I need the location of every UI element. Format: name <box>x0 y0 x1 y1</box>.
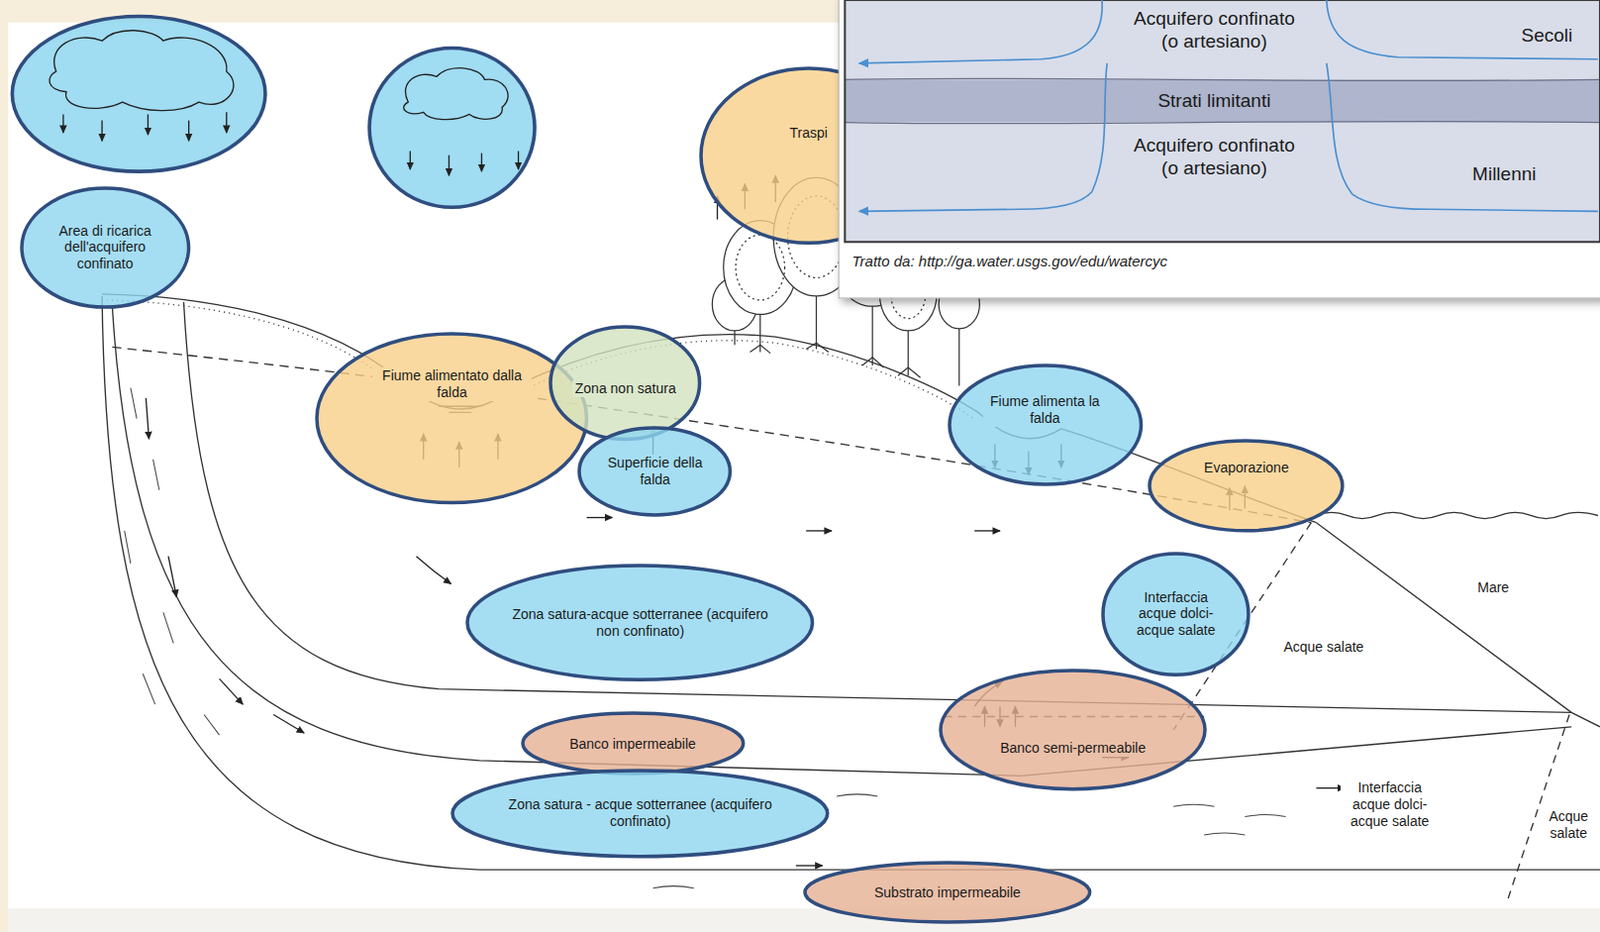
ellipse-shape <box>1149 440 1343 531</box>
ellipse-outline <box>699 66 919 245</box>
text-label: Acquifero confinato (o artesiano) <box>1121 134 1306 181</box>
text-holder: Zona non satura <box>548 379 702 398</box>
callout-ellipse: Substrato impermeabile <box>802 860 1093 924</box>
text-holder: Fiume alimentato dalla falda <box>314 367 589 401</box>
callout-ellipse: Zona non satura <box>548 324 702 441</box>
node-text: Substrato impermeabile <box>871 884 1024 901</box>
text-holder: Substrato impermeabile <box>802 883 1093 901</box>
text-holder: Zona satura - acque sotterranee (acquife… <box>450 796 830 830</box>
text-label: Acque salate <box>1541 807 1597 842</box>
ellipse-shape <box>949 365 1142 485</box>
ellipse-shape <box>1102 553 1249 675</box>
ellipse-shape <box>804 862 1091 922</box>
text-holder: Traspi <box>699 123 919 142</box>
callout-ellipse: Traspi <box>699 66 919 245</box>
callout-ellipse: Area di ricarica dell'acquifero confinat… <box>19 186 192 309</box>
text-holder: Banco semi-permeabile <box>938 738 1207 757</box>
ellipse-shape <box>452 770 828 857</box>
ellipse-shape <box>550 326 700 439</box>
aquifer-band <box>844 0 1600 80</box>
callout-ellipse: Banco impermeabile <box>520 710 746 776</box>
flow-arrows <box>145 398 1345 866</box>
cloud-2 <box>369 47 535 207</box>
text-holder: Banco impermeabile <box>520 734 746 753</box>
ellipse-shape <box>467 565 813 680</box>
callout-ellipse: Superficie della falda <box>577 425 732 517</box>
node-text: Interfaccia acque dolci-acque salate <box>1124 589 1228 639</box>
ellipse-outline <box>1147 438 1345 533</box>
band-border <box>844 78 1600 124</box>
text-holder: Evaporazione <box>1147 458 1345 477</box>
text-holder: Zona satura-acque sotterranee (acquifero… <box>465 605 815 640</box>
ellipse-shape <box>579 427 730 515</box>
ground-texture <box>7 907 1600 932</box>
geology-lines <box>101 294 1600 899</box>
inset-border <box>844 0 1600 242</box>
text-label: Acquifero confinato (o artesiano) <box>1121 7 1306 54</box>
ellipse-shape <box>316 333 587 503</box>
callout-ellipse: Fiume alimenta la falda <box>947 363 1144 487</box>
text-label: Strati limitanti <box>1154 90 1274 113</box>
node-text: Zona satura - acque sotterranee (acquife… <box>500 796 782 830</box>
node-text: Traspi <box>787 124 831 142</box>
callout-ellipse: Fiume alimentato dalla falda <box>314 331 589 505</box>
aquifer-band <box>844 122 1600 243</box>
node-text: Area di ricarica dell'acquifero confinat… <box>45 222 164 273</box>
callout-ellipse: Banco semi-permeabile <box>938 668 1207 792</box>
text-holder: Area di ricarica dell'acquifero confinat… <box>19 222 192 274</box>
ellipse-shape <box>940 670 1205 790</box>
node-text: Fiume alimentato dalla falda <box>372 367 532 401</box>
node-text: Evaporazione <box>1200 459 1293 477</box>
confining-band <box>844 79 1600 122</box>
text-label: Acque salate <box>1280 638 1367 656</box>
inset-frame <box>838 0 1600 299</box>
callout-ellipse: Zona satura - acque sotterranee (acquife… <box>450 768 830 859</box>
ellipse-shape <box>21 188 190 307</box>
ellipse-outline <box>938 668 1207 792</box>
callout-ellipse: Zona satura-acque sotterranee (acquifero… <box>465 563 815 682</box>
ellipse-outline <box>314 331 589 505</box>
node-text: Fiume alimenta la falda <box>983 393 1107 427</box>
caption-text: Tratto da: http://ga.water.usgs.gov/edu/… <box>852 252 1169 270</box>
white-ground <box>7 22 1600 932</box>
text-label: Mare <box>1474 579 1512 597</box>
ellipse-shape <box>700 68 917 243</box>
text-label: Millenni <box>1469 163 1539 187</box>
text-holder: Interfaccia acque dolci-acque salate <box>1100 589 1251 640</box>
flow-paths <box>859 0 1599 211</box>
ellipse-shape <box>522 712 744 774</box>
cloud-1 <box>11 15 266 172</box>
text-label: Interfaccia acque dolci-acque salate <box>1340 779 1439 829</box>
node-text: Banco impermeabile <box>566 735 700 753</box>
node-text: Banco semi-permeabile <box>997 739 1149 757</box>
node-text: Zona non satura <box>572 380 680 398</box>
text-label: Secoli <box>1518 24 1577 48</box>
callout-ellipse: Evaporazione <box>1147 438 1345 533</box>
text-holder: Superficie della falda <box>577 454 732 489</box>
node-text: Zona satura-acque sotterranee (acquifero… <box>500 605 782 640</box>
node-text: Superficie della falda <box>600 454 709 489</box>
callout-ellipse: Interfaccia acque dolci-acque salate <box>1100 551 1251 677</box>
text-holder: Fiume alimenta la falda <box>947 393 1144 427</box>
